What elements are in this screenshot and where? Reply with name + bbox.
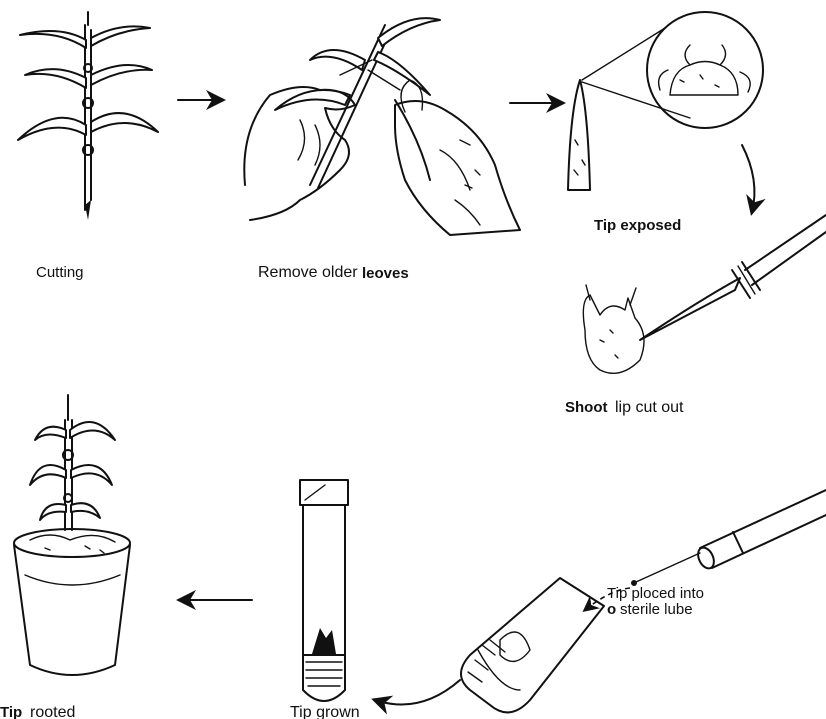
label-lip-cut-out: lip cut out: [615, 399, 684, 416]
cutting-illustration: [18, 12, 158, 220]
tip-exposed-illustration: [568, 12, 763, 190]
rooted-plant-pot-illustration: [14, 395, 130, 675]
arrow-exposed-to-cut: [742, 145, 754, 212]
label-tip-placed: Tip ploced into: [607, 585, 704, 602]
scalpel-cut-illustration: [583, 215, 826, 373]
arrow-tube-to-grown: [375, 680, 460, 705]
label-tip-exposed: Tip exposed: [594, 217, 681, 234]
label-tip-grown: Tip grown: [290, 704, 360, 719]
hands-removing-leaves-illustration: [244, 18, 520, 235]
label-remove-leaves: leoves: [362, 265, 409, 282]
sterile-tube-tilted: [461, 578, 604, 712]
label-shoot: Shoot: [565, 399, 608, 416]
label-cutting: Cutting: [36, 264, 84, 281]
label-tip: Tip: [0, 704, 22, 719]
needle-holder-illustration: [631, 490, 826, 586]
label-remove-older: Remove older: [258, 264, 358, 281]
label-sterile-lube: sterile lube: [620, 601, 693, 618]
label-placed-o: o: [607, 601, 616, 618]
label-rooted: rooted: [30, 704, 75, 719]
test-tube-upright: [300, 480, 348, 701]
